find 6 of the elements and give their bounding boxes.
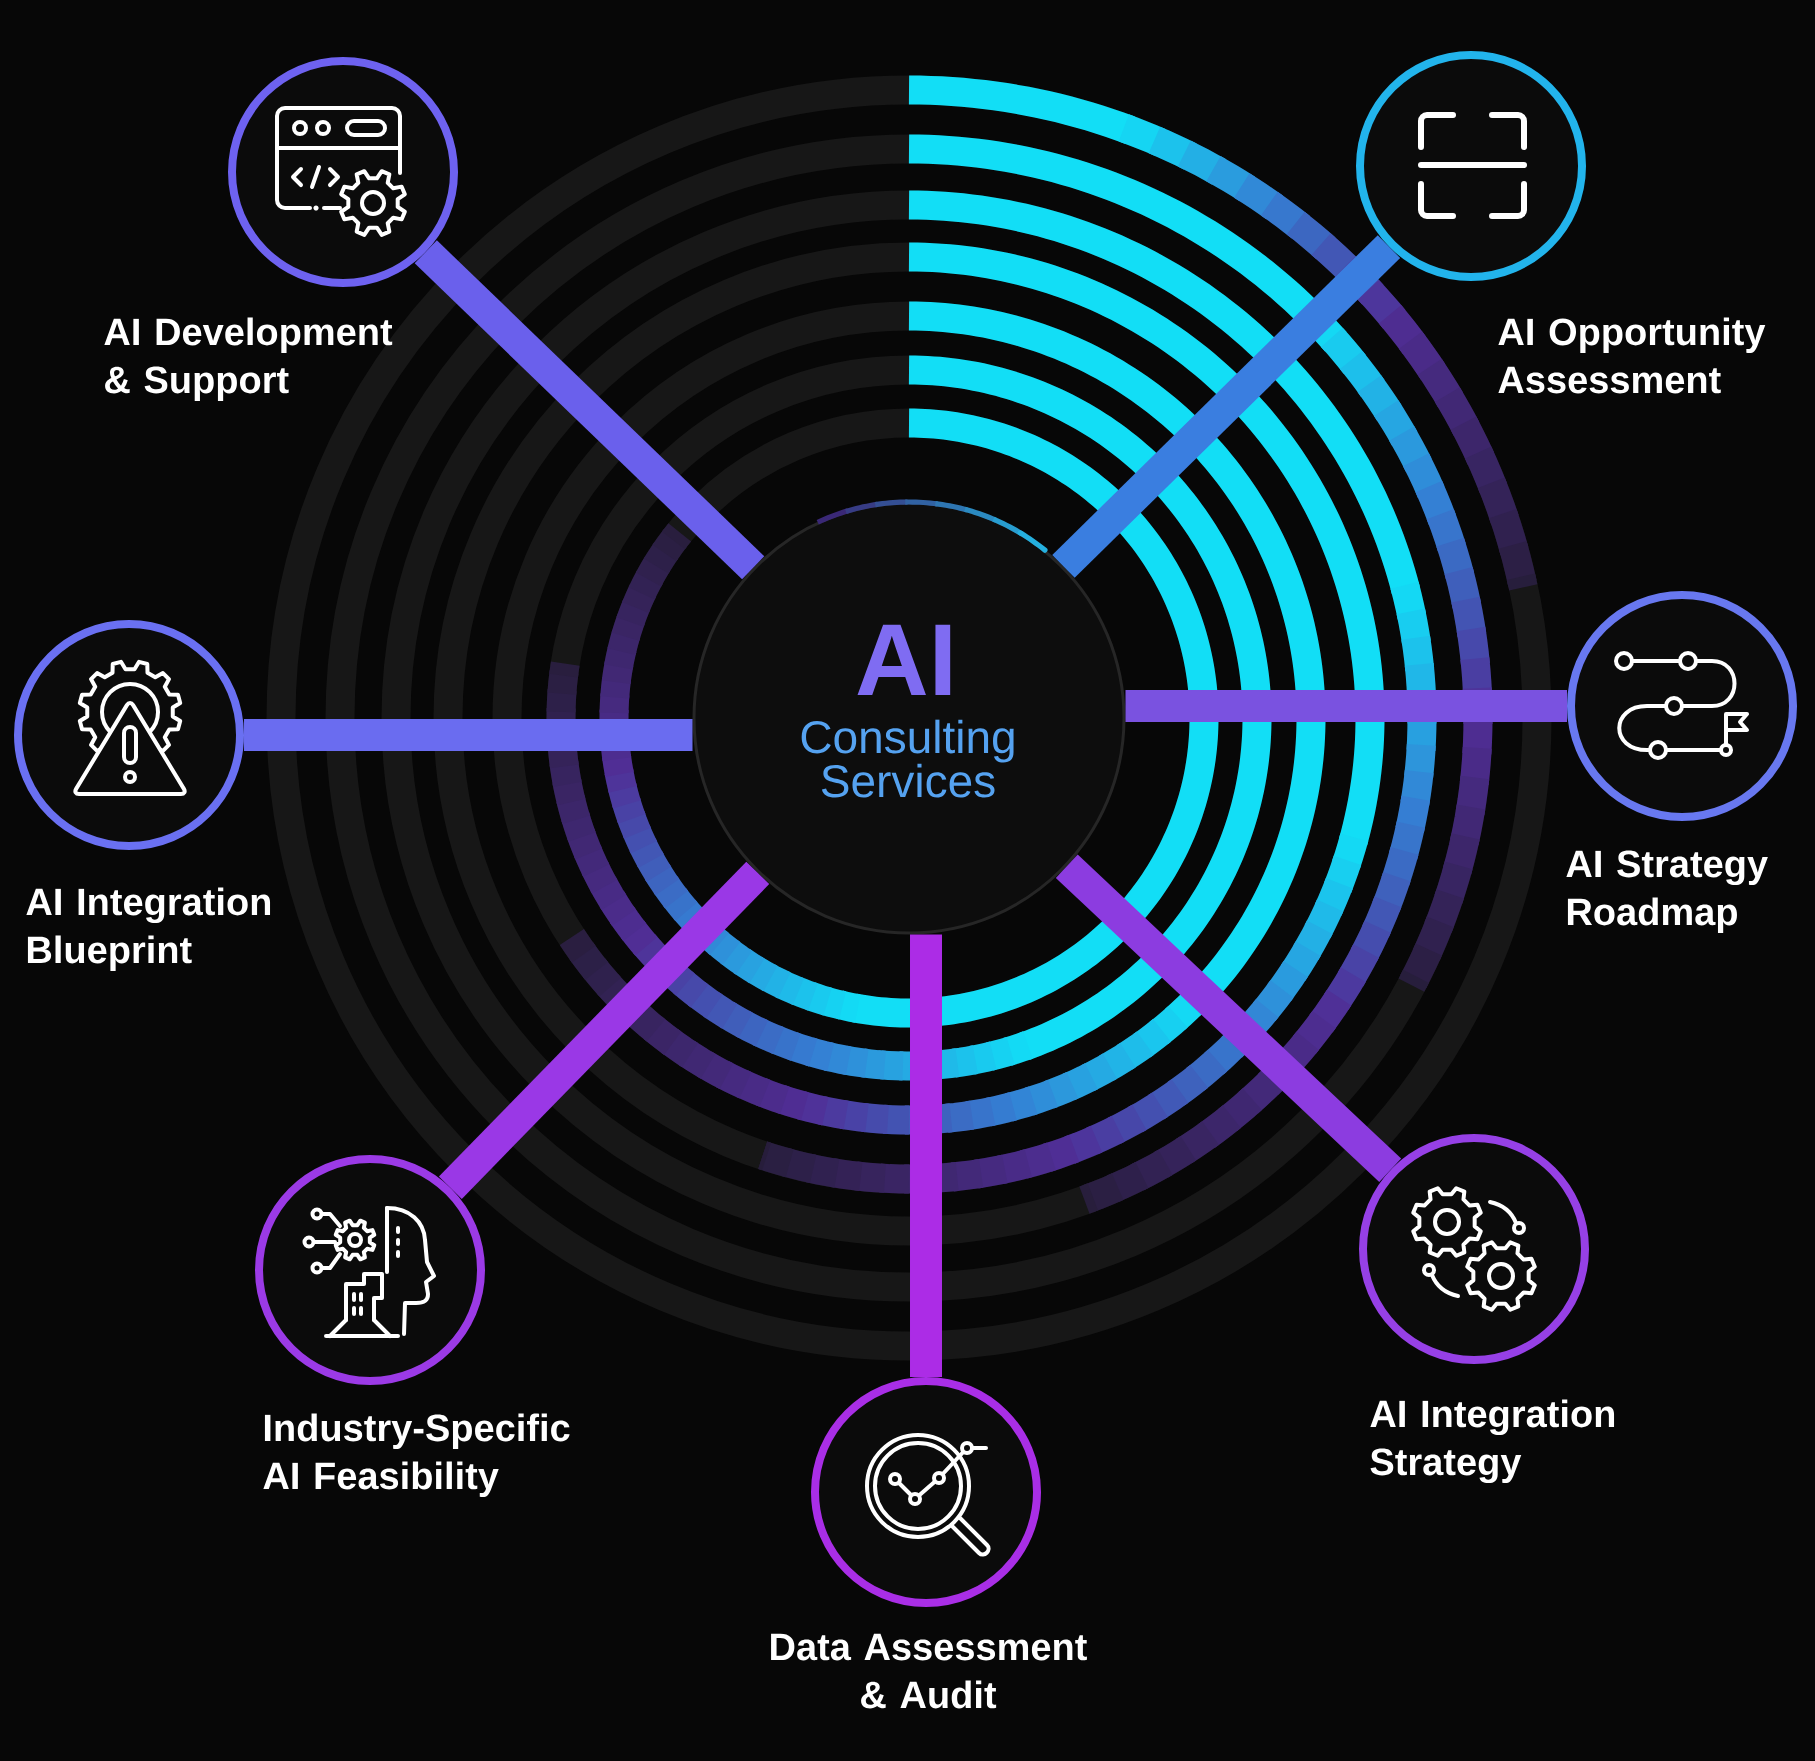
- service-label: Industry-Specific AI Feasibility: [263, 1413, 570, 1497]
- service-label: AI Integration Blueprint: [26, 887, 271, 971]
- service-label: AI Integration Strategy: [1370, 1399, 1615, 1484]
- service-label: AI Strategy Roadmap: [1566, 850, 1768, 933]
- service-label: AI Opportunity Assessment: [1498, 317, 1766, 394]
- service-label: Data Assessment & Audit: [771, 1633, 1087, 1709]
